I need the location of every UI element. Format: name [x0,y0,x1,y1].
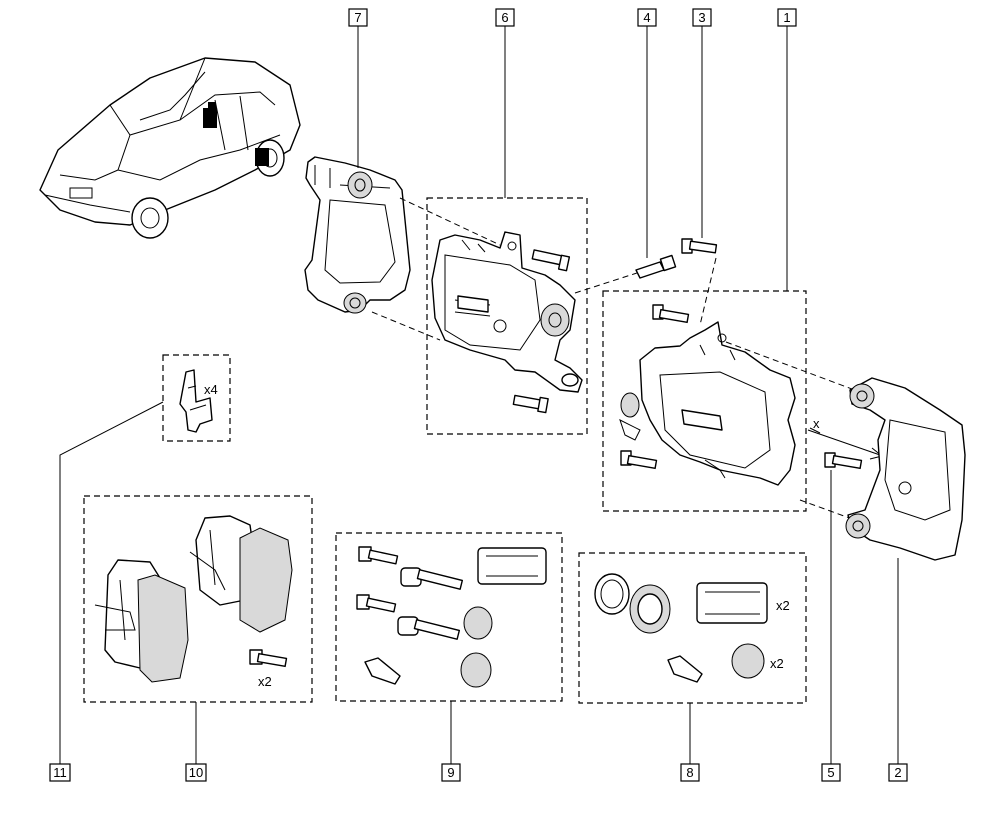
clip-quantity: x4 [204,382,218,397]
caliper-bolt-upper-right [652,304,690,324]
caliper-carrier-bracket-right [845,377,966,561]
svg-text:2: 2 [894,765,901,780]
pad-bolt [249,649,288,668]
anti-rattle-clip-box [162,354,231,442]
svg-text:3: 3 [698,10,705,25]
guide-bolt-lower [824,452,863,470]
caliper-bolt-lower-left [512,394,549,414]
caliper-axis-line-upper [725,341,861,393]
svg-text:9: 9 [447,765,454,780]
callout-7: 7 [348,8,368,27]
svg-text:5: 5 [827,765,834,780]
svg-text:4: 4 [643,10,650,25]
svg-text:6: 6 [501,10,508,25]
caliper-assembly-right [619,321,796,486]
callout-10: 10 [185,763,207,782]
callout-4: 4 [637,8,657,27]
grease-quantity: x2 [776,598,790,613]
caliper-assembly-box [426,197,588,435]
caliper-bolt-upper-left [531,249,571,272]
callout-1: 1 [777,8,797,27]
caliper-carrier-bracket-left [304,156,411,314]
seal-kit-box [578,552,807,704]
callout-5: 5 [821,763,841,782]
svg-text:1: 1 [783,10,790,25]
caliper-assembly-left [431,231,583,393]
caliper-axis-line-lower [799,499,856,521]
guide-bolt-upper [681,238,718,254]
boot-quantity: x2 [770,656,784,671]
callout-2: 2 [888,763,908,782]
callout-9: 9 [441,763,461,782]
vehicle-illustration [39,57,301,239]
carrier-axis-line-bottom [371,311,441,341]
pad-bolt-quantity: x2 [258,674,272,689]
gap-mark: x [813,416,820,431]
brake-pad-kit-box [83,495,313,703]
seal-kit [594,573,768,683]
guide-pin-kit-box [335,532,563,702]
brake-pad-set [94,515,293,683]
callout-11: 11 [49,763,71,782]
guide-pin-kit [356,546,547,688]
callout-8: 8 [680,763,700,782]
caliper-bolt-lower-right [620,450,658,470]
svg-text:10: 10 [189,765,203,780]
bleed-screw [635,254,677,279]
leader-lines [59,26,899,764]
caliper-axis-line-bleed [574,271,641,294]
gap-dimension: x [807,416,884,460]
callout-6: 6 [495,8,515,27]
anti-rattle-clip [179,369,213,433]
svg-text:8: 8 [686,765,693,780]
carrier-axis-line-top [399,197,501,246]
svg-text:11: 11 [53,765,67,780]
caliper-assembly-right-box [602,290,807,512]
svg-text:7: 7 [354,10,361,25]
callout-3: 3 [692,8,712,27]
